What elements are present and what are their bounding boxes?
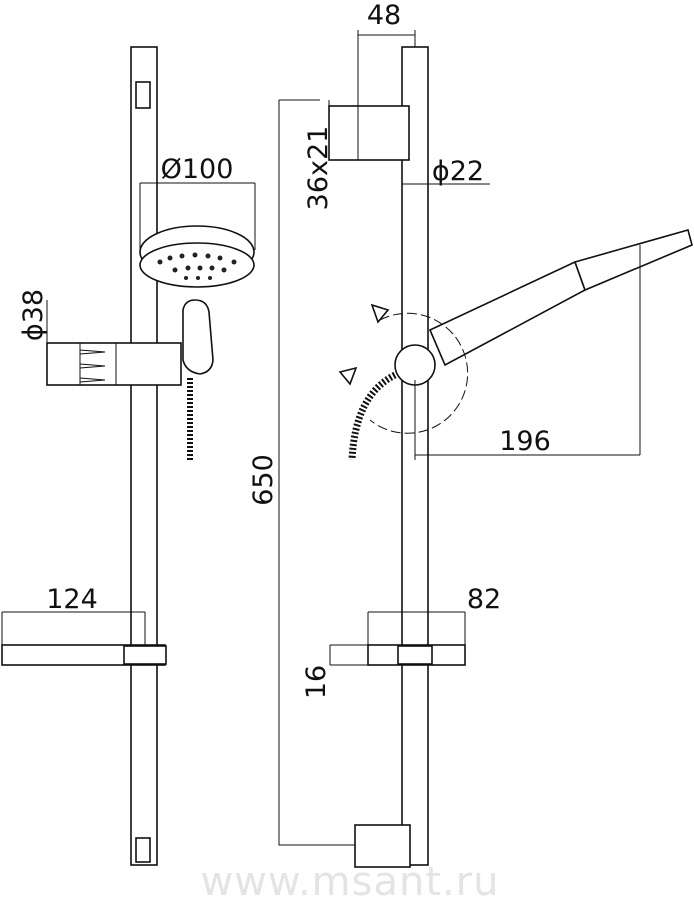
dim-wall-mount: 36x21	[303, 126, 334, 211]
shelf-clamp	[123, 645, 167, 665]
slider-grip	[79, 343, 117, 385]
dimension-lines	[1, 30, 641, 846]
left-rail-bottom-cap	[135, 837, 151, 863]
hose	[348, 371, 397, 461]
dim-shelf-thickness: 16	[301, 665, 332, 699]
shelf-clamp-side	[397, 645, 433, 665]
swivel-joint	[394, 344, 436, 386]
dim-shelf-depth: 82	[467, 584, 501, 615]
rotation-arrow-icon	[370, 303, 390, 324]
wall-bracket-bottom	[354, 824, 411, 868]
handset-head	[573, 229, 693, 292]
rotation-arc	[369, 312, 469, 434]
dim-head-diameter: Ø100	[161, 154, 234, 185]
handset-body	[428, 260, 586, 367]
dim-shelf-width: 124	[46, 584, 98, 615]
dim-slider-diameter: ϕ38	[18, 289, 49, 341]
dim-rail-length: 650	[248, 454, 279, 506]
watermark: www.msant.ru	[200, 859, 499, 900]
spray-nozzles	[157, 252, 237, 280]
slider	[46, 342, 182, 386]
side-view	[328, 46, 693, 868]
dim-rail-diameter: ϕ22	[432, 156, 484, 187]
handset-handle	[182, 299, 214, 375]
left-rail	[130, 46, 158, 866]
left-rail-top-cap	[135, 81, 151, 109]
rotation-arrow-icon	[338, 366, 358, 386]
wall-bracket-top	[328, 105, 410, 161]
dim-bracket-width: 48	[367, 0, 401, 31]
dim-handset-reach: 196	[499, 426, 551, 457]
shower-head-face	[139, 242, 255, 288]
